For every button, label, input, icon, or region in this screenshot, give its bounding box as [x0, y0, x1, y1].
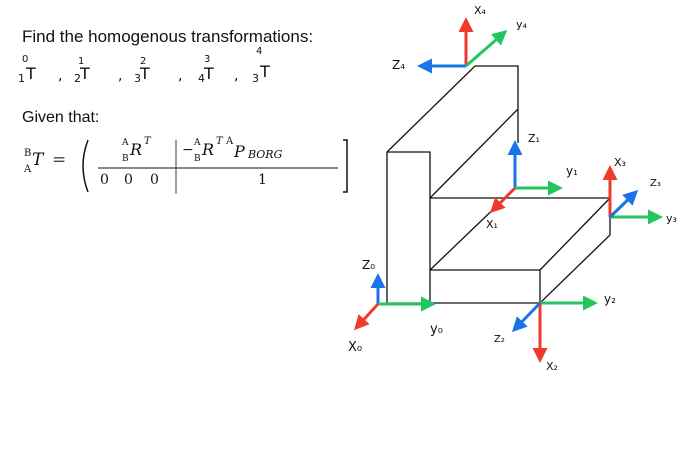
formula-brackets [82, 139, 348, 194]
problem-heading: Find the homogenous transformations: [22, 27, 314, 46]
frame-3 [602, 165, 663, 225]
label-z3: Z₃ [650, 178, 661, 189]
label-x2: X₂ [546, 360, 558, 373]
frame-2 [511, 295, 598, 363]
structure-outline [386, 65, 611, 305]
transform-4-3: 4 3 T [252, 46, 270, 85]
x1-axis-arrow [489, 186, 517, 214]
transform-list: 0 1 T , 1 2 T , 2 3 T , 3 4 T , 4 3 T [18, 46, 298, 94]
frame-1 [489, 140, 563, 214]
label-z4: Z₄ [392, 58, 406, 72]
x0-axis-arrow [353, 302, 380, 331]
frame-4 [417, 17, 508, 74]
label-z0: Z₀ [362, 258, 376, 272]
label-y1: y₁ [566, 164, 578, 178]
homogeneous-formula: B A T = A B R T − A B R T A P BORG 0 0 0… [20, 136, 360, 198]
label-y4: y₄ [516, 18, 527, 31]
frame-0 [353, 273, 436, 331]
label-y0: y₀ [430, 322, 443, 337]
label-z1: Z₁ [528, 132, 540, 145]
transform-3-4: 3 4 T [198, 54, 214, 85]
label-x3: X₃ [614, 156, 626, 169]
z3-axis-arrow [608, 189, 639, 219]
label-x1: X₁ [486, 218, 498, 231]
y4-axis-arrow [465, 30, 508, 68]
given-label: Given that: [22, 109, 100, 126]
label-z2: Z₂ [494, 334, 505, 345]
label-x0: X₀ [348, 340, 363, 355]
label-y2: y₂ [604, 292, 616, 306]
transform-1-2: 1 2 T [74, 56, 90, 85]
transform-2-3: 2 3 T [134, 56, 150, 85]
z2-axis-arrow [511, 301, 542, 333]
label-y3: y₃ [666, 212, 677, 225]
label-x4: X₄ [474, 4, 486, 17]
transform-0-1: 0 1 T [18, 54, 36, 85]
